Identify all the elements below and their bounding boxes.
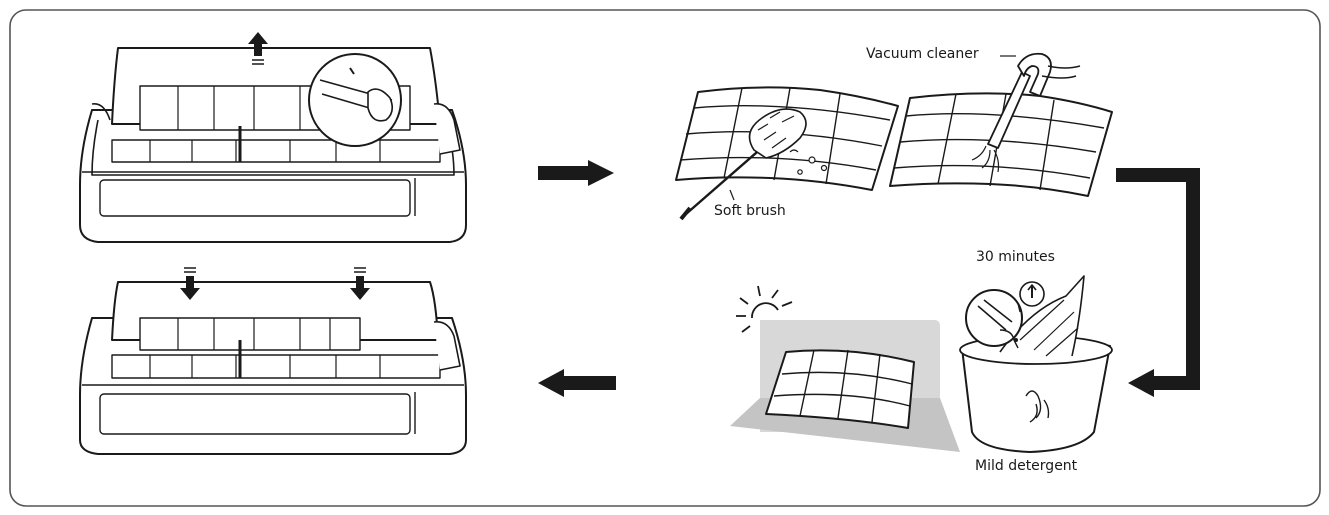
flow-arrow-left <box>538 369 616 397</box>
sun-icon <box>736 285 793 333</box>
soft-brush-label: Soft brush <box>714 203 786 219</box>
mild-detergent-label: Mild detergent <box>975 458 1078 474</box>
thirty-minutes-label: 30 minutes <box>976 249 1055 265</box>
vacuum-cleaner-label: Vacuum cleaner <box>866 46 979 62</box>
brush-filter-illustration <box>675 86 899 221</box>
unit-insert-filter-illustration <box>79 267 467 455</box>
unit-remove-filter-illustration <box>79 32 467 243</box>
flow-arrow-right <box>538 160 614 186</box>
flow-arrow-down-left <box>1116 168 1200 397</box>
vacuum-filter-illustration <box>889 52 1113 197</box>
soak-detergent-illustration <box>959 275 1113 453</box>
dry-in-shade-illustration <box>730 285 960 452</box>
